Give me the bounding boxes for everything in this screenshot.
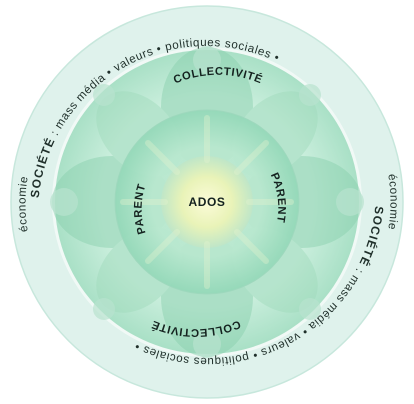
parent-ring-border [114, 109, 300, 295]
center-rays [120, 115, 294, 289]
outer-ring-border [10, 5, 404, 399]
center-circle [161, 156, 253, 248]
figure-heads [50, 46, 364, 358]
center-label: ADOS [188, 195, 225, 209]
parent-label-left: PARENT [133, 182, 149, 235]
